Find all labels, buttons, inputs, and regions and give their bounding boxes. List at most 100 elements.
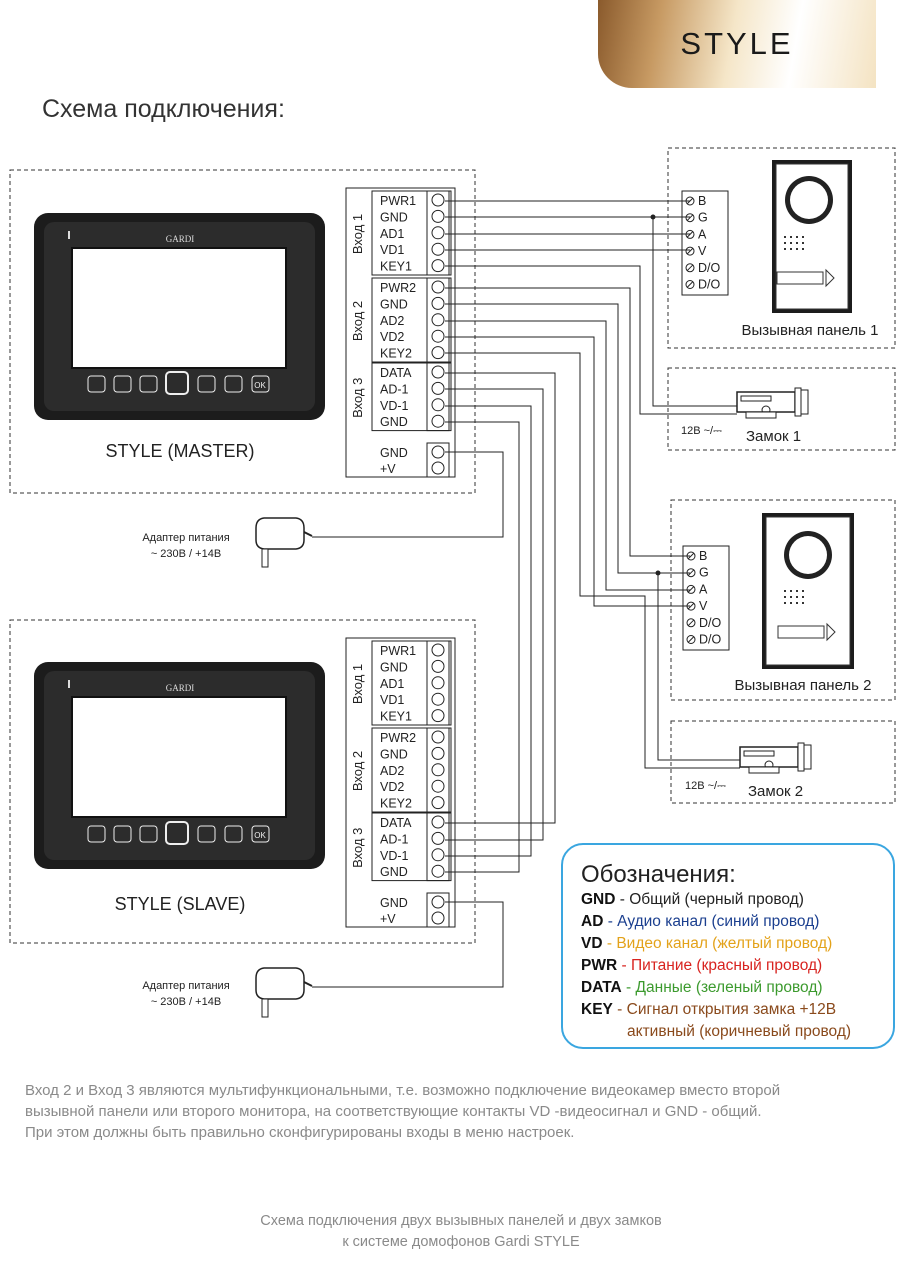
call-panel-2-device: [762, 513, 854, 669]
lock-1-label: Замок 1: [746, 428, 801, 445]
slave-pin-label: AD-1: [380, 832, 409, 846]
legend-desc: - Видео канал (желтый провод): [602, 935, 833, 952]
panel2-pin-label: G: [699, 566, 709, 580]
footer-line-1: Схема подключения двух вызывных панелей …: [260, 1213, 662, 1229]
master-screw-terminal: [431, 296, 445, 310]
slave-power-terminal: [431, 911, 445, 925]
note-line-3: При этом должны быть правильно сконфигур…: [25, 1124, 575, 1141]
slave-screw-terminal: [431, 763, 445, 777]
wire-key1-to-lock1: [445, 265, 737, 415]
master-pin-label: GND: [380, 210, 408, 224]
slave-screw-terminal: [431, 779, 445, 793]
master-screw-terminal: [431, 242, 445, 256]
wire-adapter1-power: [312, 451, 504, 538]
slave-pin-label: PWR2: [380, 731, 416, 745]
master-input1-title: Вход 1: [350, 214, 365, 254]
slave-group-frame: [9, 619, 476, 944]
legend-key: KEY: [581, 1001, 613, 1018]
wire-vd2-to-panel2-v: [445, 336, 690, 607]
legend-desc: - Общий (черный провод): [615, 891, 804, 908]
legend-row-key: KEY - Сигнал открытия замка +12В: [581, 1001, 836, 1019]
adapter-2-device: [255, 967, 313, 1018]
slave-screw-terminal: [431, 643, 445, 657]
adapter-2-label-2: ~ 230В / +14В: [151, 996, 221, 1008]
master-power-label: +V: [380, 462, 396, 476]
slave-screw-terminal: [431, 692, 445, 706]
slave-pin-label: GND: [380, 660, 408, 674]
footer-line-2: к системе домофонов Gardi STYLE: [342, 1234, 580, 1250]
panel1-frame: [667, 147, 896, 349]
slave-pin-label: VD1: [380, 693, 404, 707]
slave-pin-label: AD1: [380, 677, 404, 691]
slave-input2-title: Вход 2: [350, 751, 365, 791]
master-pin-label: GND: [380, 415, 408, 429]
master-pin-label: GND: [380, 297, 408, 311]
master-screw-terminal: [431, 329, 445, 343]
panel2-pin-label: A: [699, 582, 708, 596]
master-pin-label: PWR2: [380, 281, 416, 295]
legend-row-data: DATA - Данные (зеленый провод): [581, 979, 823, 997]
lock-1-device: [736, 387, 809, 419]
slave-screw-terminal: [431, 796, 445, 810]
lock-2-label: Замок 2: [748, 783, 803, 800]
master-screw-terminal: [431, 226, 445, 240]
slave-pin-label: VD2: [380, 780, 404, 794]
wire-ad-master-slave: [445, 388, 544, 841]
slave-screw-terminal: [431, 746, 445, 760]
call-panel-1-label: Вызывная панель 1: [742, 322, 879, 339]
master-pin-label: PWR1: [380, 194, 416, 208]
note-line-1: Вход 2 и Вход 3 являются мультифункциона…: [25, 1082, 781, 1099]
legend-key: PWR: [581, 957, 618, 974]
legend-row-vd: VD - Видео канал (желтый провод): [581, 935, 832, 953]
call-panel-2-label: Вызывная панель 2: [735, 677, 872, 694]
master-screw-terminal: [431, 193, 445, 207]
slave-power-label: GND: [380, 896, 408, 910]
master-pin-label: AD2: [380, 314, 404, 328]
slave-pin-label: AD2: [380, 764, 404, 778]
legend-row-pwr: PWR - Питание (красный провод): [581, 957, 822, 975]
slave-power-label: +V: [380, 912, 396, 926]
legend-box: Обозначения: GND - Общий (черный провод)…: [561, 843, 895, 1049]
wire-data-master-slave: [445, 372, 556, 824]
slave-power-terminal: [431, 895, 445, 909]
lock-2-device: [739, 742, 812, 774]
master-power-terminal: [431, 445, 445, 459]
legend-desc: - Питание (красный провод): [617, 957, 823, 974]
slave-screw-terminal: [431, 709, 445, 723]
panel1-pin-label: G: [698, 211, 708, 225]
slave-screw-terminal: [431, 831, 445, 845]
panel2-pin-label: D/O: [699, 616, 722, 630]
master-screw-terminal: [431, 346, 445, 360]
notes: Вход 2 и Вход 3 являются мультифункциона…: [25, 1080, 905, 1143]
slave-pin-label: VD-1: [380, 849, 409, 863]
page-title: Схема подключения:: [42, 95, 285, 123]
panel2-pin-label: V: [699, 599, 708, 613]
brand-title: STYLE: [680, 26, 794, 61]
master-screw-terminal: [431, 414, 445, 428]
wire-key2-to-lock2-end: [644, 610, 740, 769]
slave-pin-label: DATA: [380, 816, 412, 830]
svg-text:OK: OK: [254, 381, 266, 390]
panel1-pin-label: D/O: [698, 261, 721, 275]
master-screw-terminal: [431, 365, 445, 379]
wire-vd-master-slave: [445, 405, 532, 857]
slave-screw-terminal: [431, 659, 445, 673]
slave-screw-terminal: [431, 848, 445, 862]
legend-title: Обозначения:: [581, 861, 736, 888]
legend-key: VD: [581, 935, 603, 952]
master-screw-terminal: [431, 398, 445, 412]
master-pin-label: KEY1: [380, 260, 412, 274]
master-screw-terminal: [431, 381, 445, 395]
legend-row-gnd: GND - Общий (черный провод): [581, 891, 804, 909]
legend-key: DATA: [581, 979, 622, 996]
master-pin-label: VD2: [380, 330, 404, 344]
legend-desc: - Данные (зеленый провод): [621, 979, 823, 996]
legend-desc: - Аудио канал (синий провод): [603, 913, 820, 930]
wire-key2-to-lock2: [445, 352, 581, 582]
master-group-frame: [9, 169, 476, 494]
call-panel-1-device: [772, 160, 852, 313]
junction-dots: [650, 214, 661, 576]
slave-pin-label: GND: [380, 747, 408, 761]
